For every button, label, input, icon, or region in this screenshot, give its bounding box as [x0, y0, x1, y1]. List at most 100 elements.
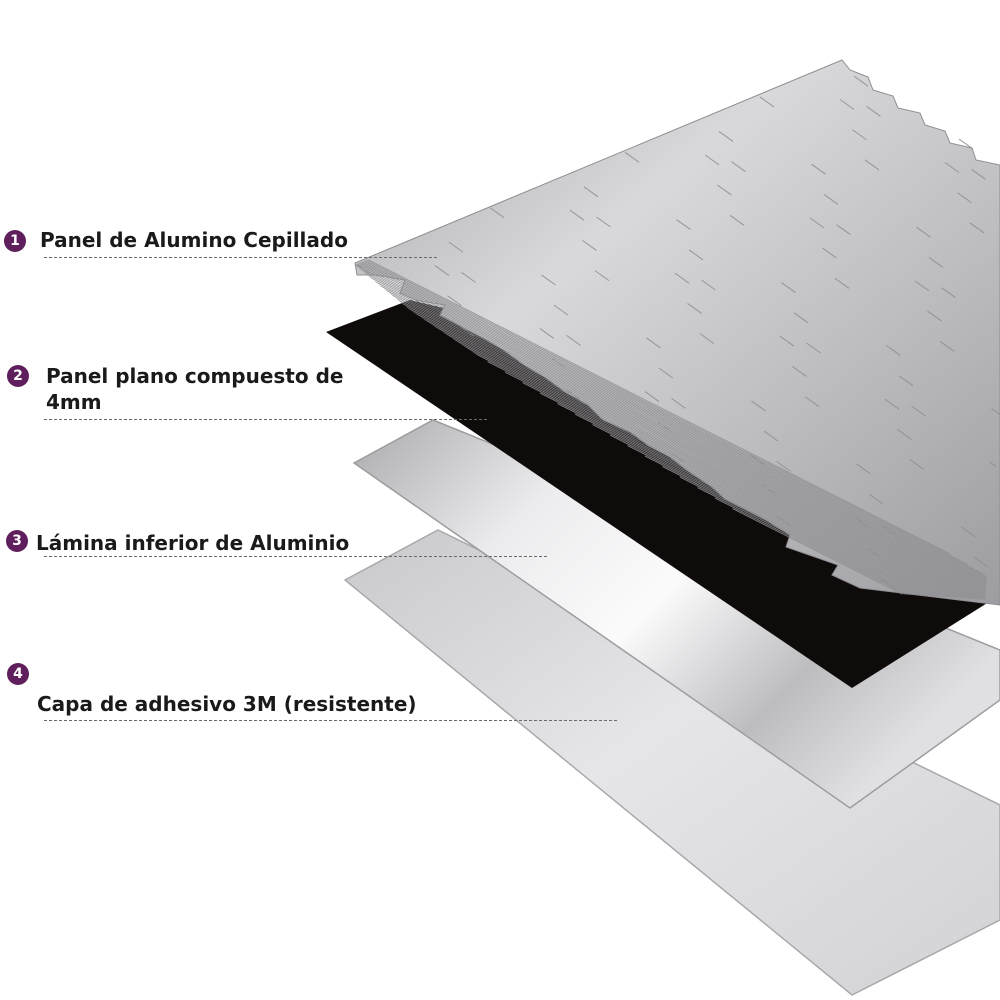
- tile-joint: [868, 493, 884, 505]
- tile-joint: [779, 335, 795, 347]
- tile-joint: [763, 430, 779, 442]
- tile-joint: [973, 556, 989, 568]
- tile-joint: [688, 249, 704, 261]
- tile-joint: [566, 334, 581, 346]
- tile-joint: [676, 219, 691, 230]
- tile-row-seam: [592, 424, 1000, 600]
- tile-row-seam: [355, 172, 1000, 600]
- tile-joint: [823, 194, 839, 205]
- tile-row-seam: [355, 277, 1000, 600]
- tile-joint: [729, 214, 745, 226]
- tile-joint: [856, 463, 871, 475]
- tile-joint: [671, 397, 686, 409]
- tile-joint: [914, 280, 930, 292]
- tile-row-seam: [539, 392, 1000, 600]
- tile-row-seam: [355, 151, 1000, 600]
- tile-joint: [701, 279, 716, 291]
- tile-joint: [657, 421, 672, 433]
- tile-joint: [822, 247, 837, 259]
- layer-2-label-line1: Panel plano compuesto de: [46, 364, 344, 388]
- tile-joint: [434, 265, 450, 276]
- aluminium-sheet-layer: [352, 419, 1000, 809]
- layer-4-leader: [44, 720, 617, 721]
- tile-joint: [669, 451, 685, 463]
- tile-row-seam: [452, 340, 1000, 600]
- tile-row-seam: [355, 130, 1000, 586]
- tile-joint: [776, 460, 791, 472]
- tile-joint: [811, 163, 826, 175]
- tile-joint: [879, 577, 895, 589]
- tile-row-seam: [732, 508, 1000, 600]
- tile-joint: [793, 312, 809, 324]
- tile-row-seam: [679, 476, 1000, 600]
- tile-joint: [541, 274, 556, 286]
- layer-1-label: Panel de Alumino Cepillado: [40, 228, 348, 252]
- tile-joint: [658, 367, 674, 379]
- tile-joint: [699, 333, 715, 345]
- layer-1-leader: [44, 257, 437, 258]
- tile-row-seam: [355, 235, 1000, 600]
- tile-joint: [717, 184, 732, 196]
- tile-row-seam: [355, 266, 1000, 600]
- tile-joint: [927, 310, 942, 322]
- tile-joint: [781, 282, 796, 293]
- tile-row-seam: [355, 161, 1000, 600]
- tile-row-seam: [355, 119, 986, 576]
- tile-joint: [809, 217, 825, 229]
- tile-row-seam: [399, 308, 1000, 600]
- tile-joint: [867, 547, 882, 559]
- tile-joint: [704, 154, 720, 166]
- tile-joint: [459, 325, 475, 337]
- layer-3-label: Lámina inferior de Aluminio: [36, 531, 350, 555]
- tile-row-seam: [355, 140, 1000, 597]
- tile-row-seam: [662, 466, 1000, 600]
- brushed-aluminium-tiles: [354, 21, 1000, 606]
- tile-joint: [594, 270, 610, 282]
- tile-joint: [898, 375, 914, 387]
- tile-joint: [569, 209, 585, 221]
- tile-joint: [989, 21, 1000, 31]
- tile-joint: [687, 303, 702, 314]
- tile-joint: [852, 129, 867, 141]
- tile-joint: [941, 287, 956, 299]
- tile-row-seam: [434, 329, 1000, 600]
- tile-row-seam: [355, 203, 1000, 600]
- tile-row-seam: [574, 413, 1000, 600]
- tile-joint: [961, 526, 976, 538]
- tile-joint: [991, 408, 1000, 419]
- tile-joint: [553, 304, 569, 316]
- tile-joint: [774, 514, 790, 526]
- tile-row-seam: [355, 109, 968, 565]
- tile-joint: [854, 517, 870, 528]
- tile-joint: [539, 328, 555, 339]
- tile-joint: [759, 96, 775, 108]
- tile-joint: [804, 396, 820, 408]
- tile-row-seam: [382, 298, 1000, 600]
- tile-joint: [749, 454, 765, 465]
- layer-4-badge: 4: [7, 663, 29, 685]
- layer-3-badge: 3: [6, 530, 28, 552]
- tile-joint: [886, 345, 901, 356]
- tile-row-seam: [355, 224, 1000, 600]
- tile-joint: [957, 192, 972, 204]
- tile-joint: [975, 44, 989, 54]
- tile-joint: [916, 226, 931, 238]
- tile-joint: [489, 207, 505, 219]
- tile-joint: [596, 216, 611, 228]
- composite-panel-layer: [326, 300, 1000, 688]
- tile-joint: [674, 272, 690, 284]
- layer-3-leader: [44, 556, 547, 557]
- tile-row-seam: [644, 455, 1000, 600]
- tile-row-seam: [355, 256, 1000, 600]
- layer-2-label-line2: 4mm: [46, 390, 102, 414]
- tile-joint: [839, 99, 855, 110]
- tile-joint: [646, 337, 661, 349]
- tile-joint: [624, 151, 640, 163]
- layer-2-leader: [44, 419, 487, 420]
- tile-row-seam: [627, 445, 1000, 600]
- tile-joint: [552, 358, 567, 370]
- layer-4-label: Capa de adhesivo 3M (resistente): [37, 692, 417, 716]
- tile-joint: [897, 429, 912, 440]
- tile-row-seam: [697, 487, 1000, 600]
